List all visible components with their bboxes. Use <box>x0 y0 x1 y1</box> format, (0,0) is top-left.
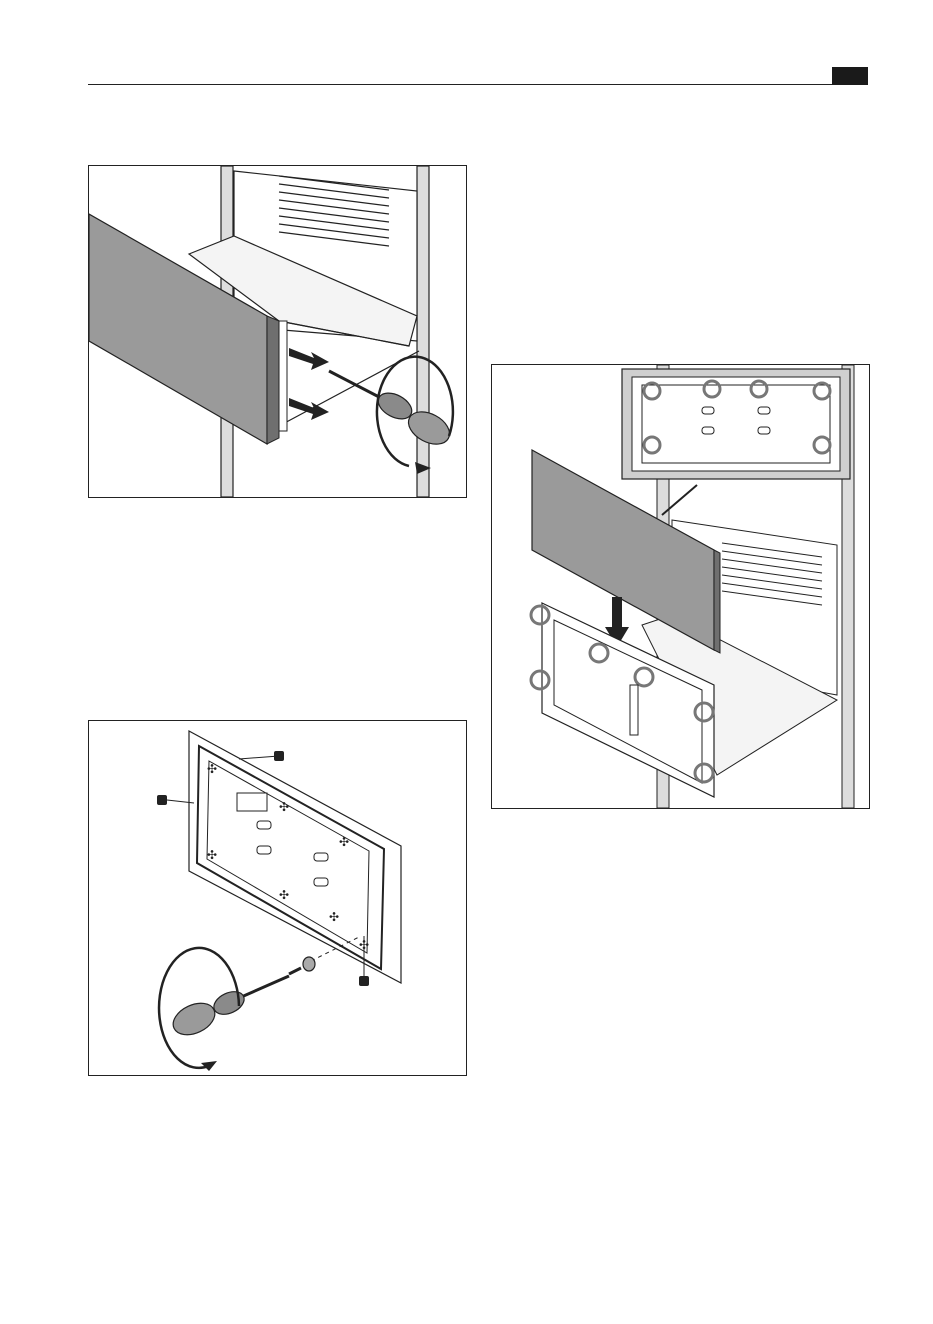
figure-mounting-frame-screw: ✣✣✣ ✣✣✣ ✣ <box>88 720 467 1076</box>
svg-text:✣: ✣ <box>207 848 217 862</box>
language-tab <box>832 67 868 85</box>
cabinet-upright-right <box>417 166 429 497</box>
illustration-attach-front-panel <box>492 365 869 808</box>
callout-marker <box>359 976 369 986</box>
frame-profile <box>279 321 287 431</box>
figure-attach-front-panel <box>491 364 870 809</box>
screw-icon <box>289 957 315 974</box>
svg-text:✣: ✣ <box>329 910 339 924</box>
header-rule <box>88 84 868 85</box>
callout-marker <box>157 795 167 805</box>
inset-frame <box>632 377 840 471</box>
svg-text:✣: ✣ <box>339 835 349 849</box>
svg-text:✣: ✣ <box>279 888 289 902</box>
svg-text:✣: ✣ <box>207 762 217 776</box>
figure-remove-front-panel <box>88 165 467 498</box>
svg-text:✣: ✣ <box>279 800 289 814</box>
screwdriver-icon <box>329 371 455 451</box>
illustration-mounting-frame: ✣✣✣ ✣✣✣ ✣ <box>89 721 466 1075</box>
front-panel-edge <box>267 316 279 444</box>
pull-arrows <box>289 348 329 420</box>
illustration-remove-front-panel <box>89 166 466 497</box>
arrow-icon <box>289 398 329 420</box>
arrow-icon <box>289 348 329 370</box>
screwdriver-icon <box>168 976 289 1041</box>
